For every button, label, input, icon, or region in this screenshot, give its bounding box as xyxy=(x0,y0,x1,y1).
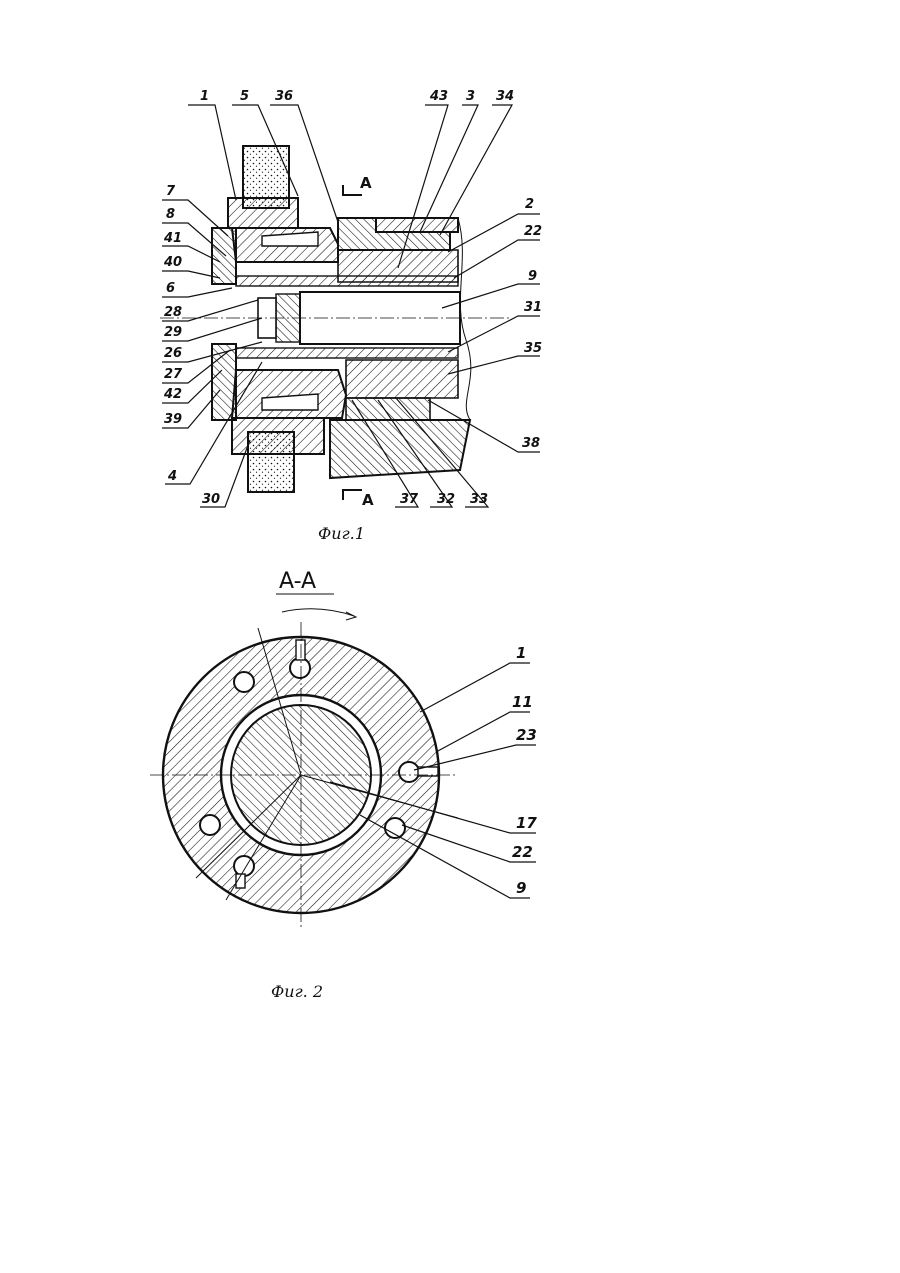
fig1-part-label: 40 xyxy=(163,255,182,270)
body-1-lower xyxy=(232,370,346,418)
fig1-part-label: 8 xyxy=(166,207,175,222)
fig1-assembly: A A 15364333478414062829262742 xyxy=(160,89,542,543)
fig1-part-label: 2 xyxy=(525,197,534,212)
hole xyxy=(399,762,419,782)
fig1-part-label: 5 xyxy=(240,89,249,104)
fig2-part-label: 23 xyxy=(516,726,537,744)
fig1-part-label: 34 xyxy=(496,89,514,104)
hole xyxy=(200,815,220,835)
fig2-part-label: 9 xyxy=(516,879,526,897)
base-casting xyxy=(330,420,470,478)
fig1-part-label: 32 xyxy=(437,492,455,507)
fig1-part-label: 29 xyxy=(164,325,182,340)
section-mark-bottom-label: A xyxy=(362,491,374,509)
fig1-part-label: 36 xyxy=(275,89,293,104)
fig1-part-label: 22 xyxy=(524,224,542,239)
nut-33 xyxy=(346,398,430,420)
fig1-part-label: 37 xyxy=(400,492,419,507)
tube-22-upper xyxy=(236,276,458,286)
notch xyxy=(296,640,305,660)
fig1-part-label: 42 xyxy=(163,387,182,402)
fig1-part-label: 39 xyxy=(164,412,182,427)
fig1-part-label: 28 xyxy=(164,305,182,320)
fig1-part-label: 43 xyxy=(429,89,448,104)
fig1-caption: Фиг.1 xyxy=(318,524,365,543)
fig1-part-label: 7 xyxy=(166,184,176,199)
section-mark-top-label: A xyxy=(360,174,372,192)
hole xyxy=(290,658,310,678)
fig2-part-label: 11 xyxy=(512,693,533,711)
wheel-hub-top xyxy=(228,198,298,228)
fig1-part-label: 27 xyxy=(164,367,183,382)
rotation-arrow xyxy=(282,609,354,616)
fig2-section: A-A 1112317229 xyxy=(150,569,537,1001)
rotation-arrow-head xyxy=(346,612,356,620)
tube-22-lower xyxy=(236,348,458,358)
fig1-part-label: 30 xyxy=(202,492,220,507)
fig1-part-label: 31 xyxy=(524,300,542,315)
fig2-section-title: A-A xyxy=(279,569,316,594)
fig2-part-label: 1 xyxy=(516,644,526,662)
flange-left-upper xyxy=(212,228,236,284)
fig1-part-label: 41 xyxy=(163,231,182,246)
fig2-part-label: 17 xyxy=(516,814,537,832)
wheel-hub-bottom xyxy=(232,418,324,454)
hole xyxy=(234,672,254,692)
fig2-part-label: 22 xyxy=(512,843,533,861)
fig1-part-label: 6 xyxy=(166,281,175,296)
fig2-caption: Фиг. 2 xyxy=(271,982,323,1001)
fig1-part-label: 9 xyxy=(528,269,537,284)
housing-35 xyxy=(346,360,458,398)
fig1-part-label: 38 xyxy=(522,436,540,451)
section-mark-bottom xyxy=(343,490,362,500)
fig1-part-label: 35 xyxy=(524,341,542,356)
fig1-part-label: 1 xyxy=(200,89,209,104)
fig1-part-label: 26 xyxy=(164,346,182,361)
fig1-part-label: 3 xyxy=(466,89,475,104)
fig1-part-label: 33 xyxy=(470,492,488,507)
fig1-part-label: 4 xyxy=(167,469,177,484)
